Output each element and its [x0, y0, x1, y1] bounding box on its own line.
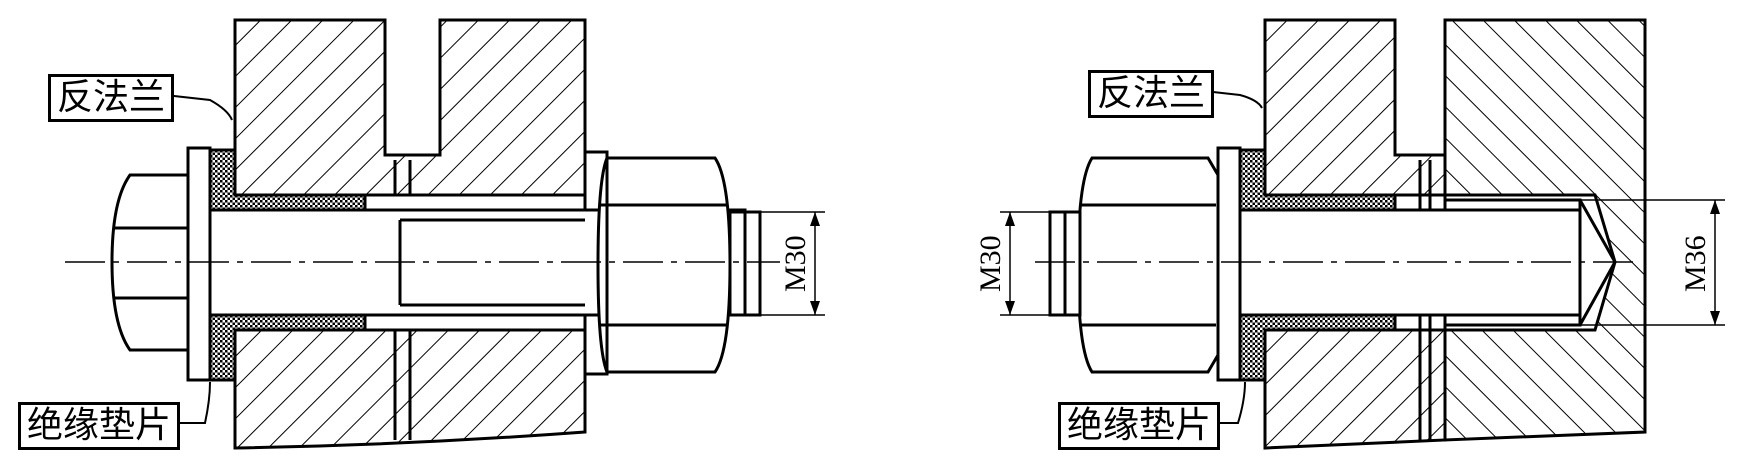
right-gasket-label: 绝缘垫片	[1058, 402, 1221, 450]
left-assembly	[65, 18, 825, 450]
left-flange-label: 反法兰	[48, 74, 175, 122]
right-bolt-thread-dimension: M30	[974, 235, 1007, 292]
right-flange-upper-left	[1263, 18, 1447, 197]
left-flange-leader	[164, 94, 233, 121]
left-thread-dimension: M30	[779, 235, 812, 292]
right-gasket-leader	[1205, 381, 1246, 424]
right-assembly	[1000, 18, 1725, 450]
left-gasket-label: 绝缘垫片	[18, 402, 181, 450]
right-flange-lower-left	[1263, 328, 1447, 450]
right-flange-thick	[1443, 18, 1647, 442]
right-flange-label: 反法兰	[1088, 70, 1215, 118]
right-hole-thread-dimension: M36	[1679, 235, 1712, 292]
right-flange-leader	[1194, 89, 1263, 109]
left-nut	[596, 156, 732, 374]
left-washer-left	[186, 146, 212, 382]
right-nut	[1076, 156, 1220, 374]
right-washer	[1216, 146, 1242, 382]
left-gasket-leader	[165, 381, 211, 424]
